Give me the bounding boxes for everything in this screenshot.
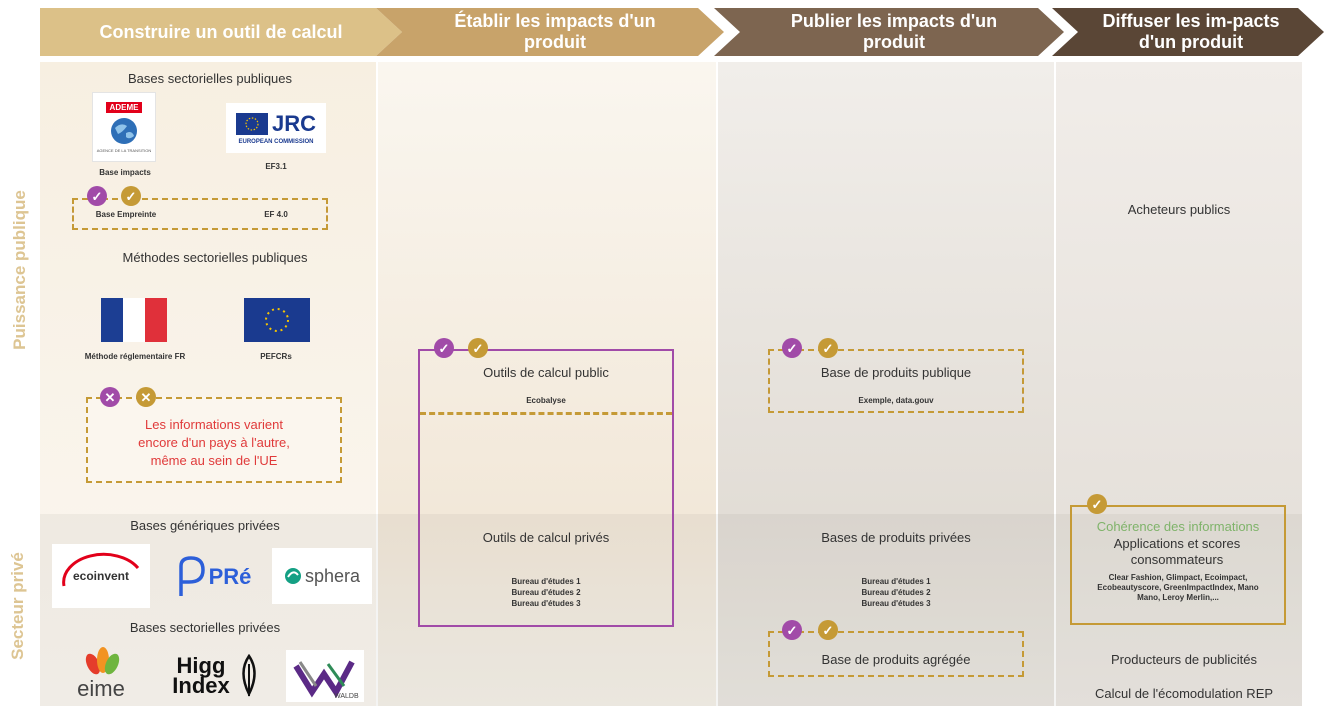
public-db-label: Base de produits publique — [820, 365, 972, 380]
apps-box — [1070, 505, 1286, 625]
check-icon: ✓ — [87, 186, 107, 206]
higg-logo: Higg Index — [156, 648, 272, 704]
private-db-label: Bases de produits privées — [821, 530, 971, 545]
jrc-logo-row: JRC — [235, 111, 316, 137]
public-db-box — [768, 349, 1024, 413]
warning-box — [86, 397, 342, 483]
eu-flag-icon — [244, 298, 310, 342]
apps-title: Applications et scores consommateurs — [1113, 536, 1241, 567]
ademe-logo: ADEME AGENCE DE LA TRANSITION — [92, 92, 156, 162]
waldb-icon: WALDB — [293, 660, 359, 700]
waldb-text: WALDB — [334, 693, 359, 700]
apps-list: Clear Fashion, Glimpact, Ecoimpact, Ecob… — [1097, 573, 1259, 602]
check-icon: ✓ — [468, 338, 488, 358]
eime-logo: eime — [64, 644, 138, 704]
private-sector-title: Bases sectorielles privées — [129, 620, 281, 635]
coherence-label: Cohérence des informations — [1096, 519, 1260, 534]
flag-blue — [101, 298, 123, 342]
pre-text: PRé — [208, 564, 252, 589]
jrc-caption: EF3.1 — [265, 162, 287, 171]
cross-icon: ✕ — [136, 387, 156, 407]
public-bases-title: Bases sectorielles publiques — [127, 71, 293, 86]
bureau-3: Bureau d'études 3 — [861, 599, 931, 608]
header-establish-impacts: Établir les impacts d'un produit — [376, 8, 724, 56]
pre-p-icon — [178, 556, 205, 596]
header-diffuse-impacts: Diffuser les im-pacts d'un produit — [1052, 8, 1324, 56]
check-icon: ✓ — [121, 186, 141, 206]
ecoinvent-logo: ecoinvent — [52, 544, 150, 608]
private-sector-band — [40, 514, 1302, 706]
check-icon: ✓ — [818, 338, 838, 358]
public-db-example: Exemple, data.gouv — [858, 396, 934, 405]
column-diffuse-impacts — [1056, 62, 1302, 706]
ademe-logo-sub: AGENCE DE LA TRANSITION — [96, 147, 152, 153]
public-tools-label: Outils de calcul public — [483, 365, 609, 380]
header-build-tool: Construire un outil de calcul — [40, 8, 402, 56]
ecobalyse-label: Ecobalyse — [526, 396, 566, 405]
jrc-logo: JRC EUROPEAN COMMISSION — [226, 103, 326, 153]
sphera-icon — [284, 568, 301, 584]
column-publish-impacts — [718, 62, 1054, 706]
globe-icon — [111, 117, 137, 144]
ademe-logo-text: ADEME — [105, 101, 143, 113]
header-publish-impacts: Publier les impacts d'un produit — [714, 8, 1064, 56]
public-methods-title: Méthodes sectorielles publiques — [122, 250, 308, 265]
public-tools-divider — [420, 412, 672, 415]
cross-icon: ✕ — [100, 387, 120, 407]
column-establish-impacts — [378, 62, 716, 706]
ecomodulation-label: Calcul de l'écomodulation REP — [1094, 686, 1274, 701]
bureau-3: Bureau d'études 3 — [511, 599, 581, 608]
base-empreinte-label: Base Empreinte — [95, 210, 157, 219]
sphera-text: sphera — [304, 565, 361, 586]
eu-caption: PEFCRs — [260, 352, 292, 361]
ef40-label: EF 4.0 — [264, 210, 288, 219]
private-tools-label: Outils de calcul privés — [482, 530, 610, 545]
eu-flag-icon — [235, 113, 268, 135]
ecoinvent-text: ecoinvent — [72, 569, 129, 583]
row-label-public: Puissance publique — [10, 190, 29, 350]
ecoinvent-swoosh-icon — [62, 552, 140, 587]
french-flag-icon — [101, 298, 167, 342]
flag-red — [145, 298, 167, 342]
check-icon: ✓ — [782, 620, 802, 640]
bureau-2: Bureau d'études 2 — [511, 588, 581, 597]
flag-white — [123, 298, 145, 342]
higg-leaf-icon — [242, 654, 256, 697]
higg-text: Higg Index — [172, 653, 230, 698]
private-generic-title: Bases génériques privées — [130, 518, 280, 533]
base-empreinte-box — [72, 198, 328, 230]
ademe-caption: Base impacts — [99, 168, 151, 177]
sphera-logo: sphera — [272, 548, 372, 604]
jrc-text: JRC — [271, 111, 316, 136]
aggregated-db-box — [768, 631, 1024, 677]
check-icon: ✓ — [782, 338, 802, 358]
ad-producers-label: Producteurs de publicités — [1111, 652, 1257, 667]
check-icon: ✓ — [434, 338, 454, 358]
bureau-1: Bureau d'études 1 — [861, 577, 931, 586]
jrc-sub: EUROPEAN COMMISSION — [238, 139, 314, 145]
waldb-logo: WALDB — [286, 650, 364, 702]
bureau-2: Bureau d'études 2 — [861, 588, 931, 597]
pre-logo: PRé — [162, 550, 262, 604]
check-icon: ✓ — [1087, 494, 1107, 514]
fr-caption: Méthode réglementaire FR — [84, 352, 186, 361]
aggregated-db-label: Base de produits agrégée — [821, 652, 971, 667]
public-buyers-label: Acheteurs publics — [1127, 202, 1231, 217]
row-label-private: Secteur privé — [8, 552, 27, 660]
eime-leaf-icon — [85, 647, 120, 675]
bureau-1: Bureau d'études 1 — [511, 577, 581, 586]
warning-text: Les informations varient encore d'un pay… — [138, 417, 290, 468]
public-tools-box — [418, 349, 674, 627]
eime-text: eime — [77, 676, 125, 701]
check-icon: ✓ — [818, 620, 838, 640]
